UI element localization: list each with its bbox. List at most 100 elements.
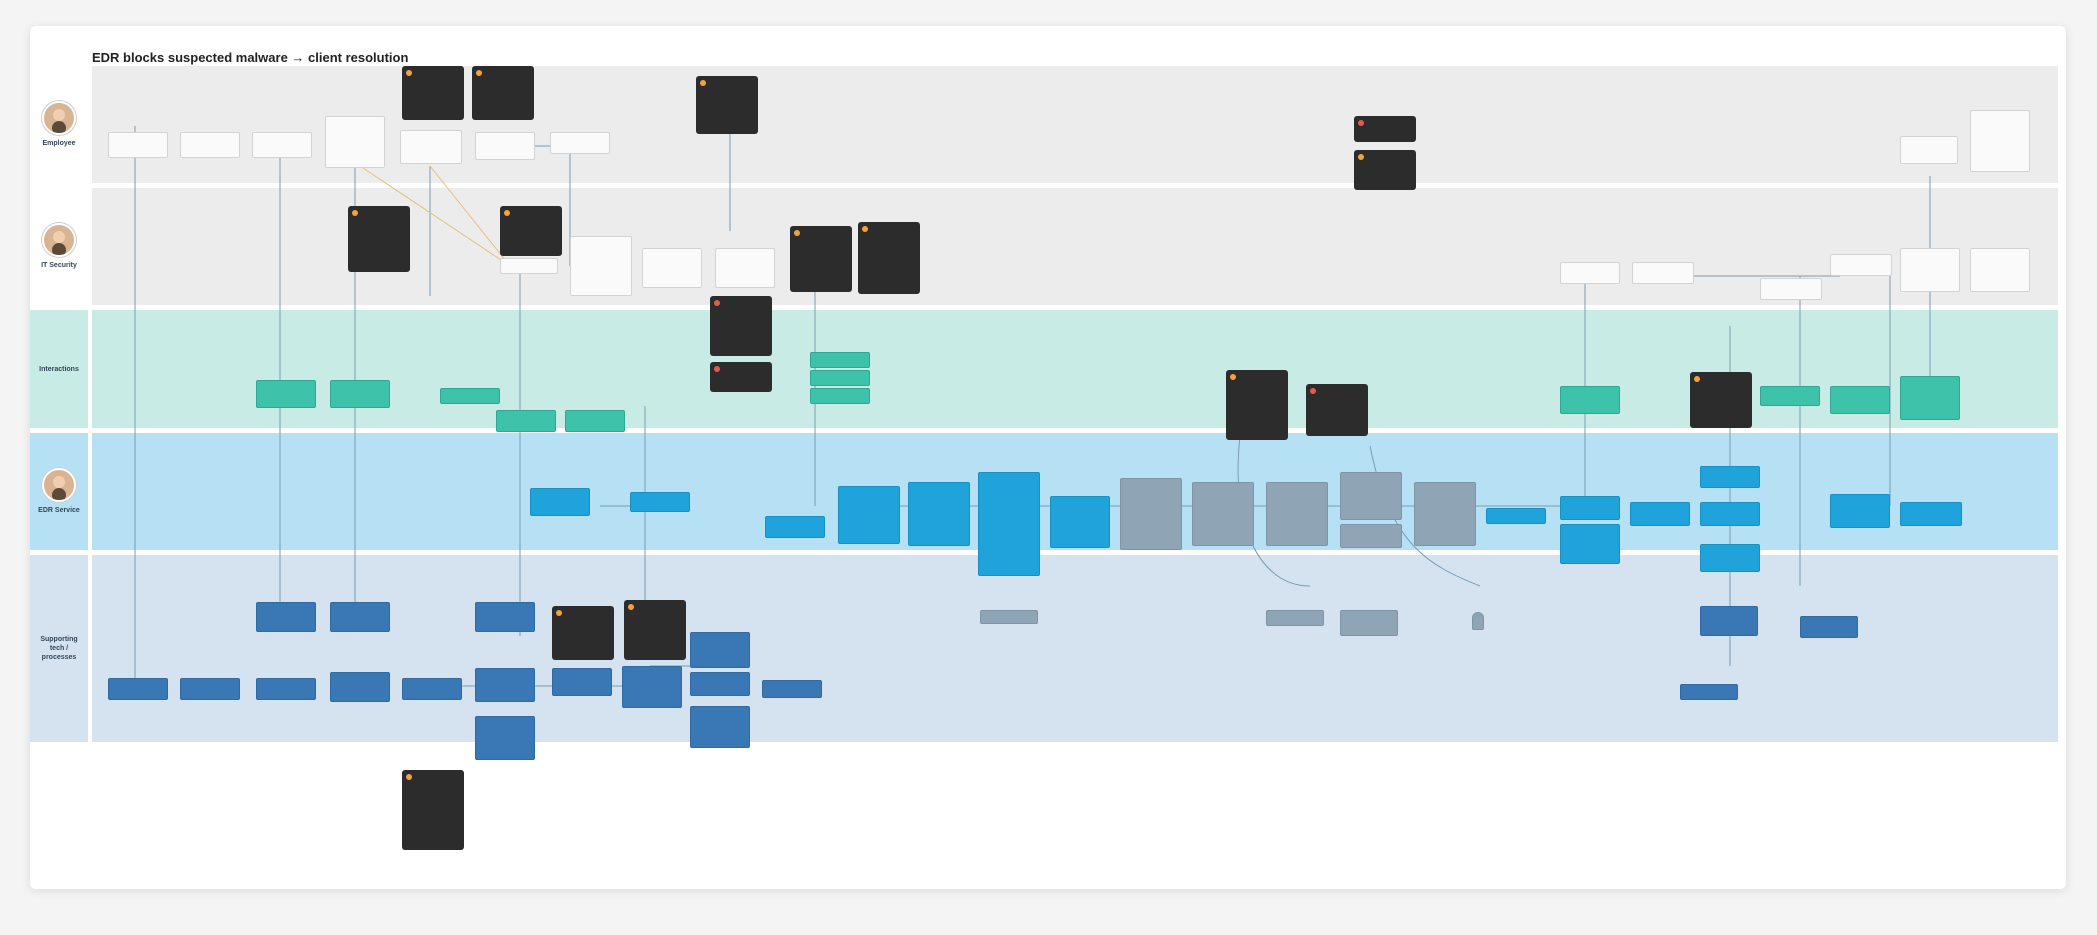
warning-dot-icon bbox=[1310, 388, 1316, 394]
support-node bbox=[475, 668, 535, 702]
lane-body bbox=[92, 310, 2058, 428]
step-node bbox=[108, 132, 168, 158]
person-icon bbox=[1472, 612, 1484, 630]
legend-block bbox=[720, 766, 780, 806]
warning-dot-icon bbox=[406, 70, 412, 76]
service-node bbox=[1560, 496, 1620, 520]
support-node bbox=[256, 602, 316, 632]
service-node bbox=[1700, 502, 1760, 526]
step-node bbox=[570, 236, 632, 296]
step-node bbox=[1560, 262, 1620, 284]
support-node bbox=[475, 716, 535, 760]
lane-interactions: Interactions bbox=[30, 310, 2066, 428]
support-node bbox=[330, 672, 390, 702]
support-node bbox=[690, 632, 750, 668]
legend-block bbox=[505, 766, 565, 826]
lane-name: Employee bbox=[42, 140, 76, 147]
step-node bbox=[325, 116, 385, 168]
service-node-deprecated bbox=[1192, 482, 1254, 546]
support-node bbox=[1800, 616, 1858, 638]
warning-dot-icon bbox=[862, 226, 868, 232]
legend-block bbox=[110, 766, 170, 796]
step-node bbox=[252, 132, 312, 158]
warning-dot-icon bbox=[1358, 120, 1364, 126]
page-title: EDR blocks suspected malware → client re… bbox=[92, 50, 409, 65]
service-node bbox=[978, 472, 1040, 576]
service-node bbox=[530, 488, 590, 516]
support-node-deprecated bbox=[1266, 610, 1324, 626]
legend-block bbox=[652, 766, 712, 826]
user-avatar-icon bbox=[42, 223, 76, 257]
support-node bbox=[180, 678, 240, 700]
service-node bbox=[1700, 544, 1760, 572]
support-node bbox=[330, 602, 390, 632]
lane-edr-service: EDR Service bbox=[30, 433, 2066, 550]
warning-dot-icon bbox=[1694, 376, 1700, 382]
lane-name: Interactions bbox=[39, 365, 79, 373]
support-node bbox=[690, 672, 750, 696]
step-node bbox=[400, 130, 462, 164]
note-card bbox=[1690, 372, 1752, 428]
lane-header: Interactions bbox=[30, 310, 88, 428]
warning-dot-icon bbox=[1358, 154, 1364, 160]
interaction-node bbox=[440, 388, 500, 404]
interaction-node bbox=[810, 352, 870, 368]
warning-dot-icon bbox=[714, 366, 720, 372]
journey-board: EDR blocks suspected malware → client re… bbox=[30, 26, 2066, 889]
warning-dot-icon bbox=[352, 210, 358, 216]
interaction-node bbox=[565, 410, 625, 432]
interaction-node bbox=[1900, 376, 1960, 420]
support-node-deprecated bbox=[980, 610, 1038, 624]
service-node-deprecated bbox=[1266, 482, 1328, 546]
lane-body bbox=[92, 555, 2058, 742]
support-node bbox=[552, 668, 612, 696]
note-card bbox=[402, 66, 464, 120]
service-node bbox=[1486, 508, 1546, 524]
support-node bbox=[622, 666, 682, 708]
warning-dot-icon bbox=[794, 230, 800, 236]
user-avatar-icon bbox=[42, 468, 76, 502]
support-node bbox=[762, 680, 822, 698]
user-avatar-icon bbox=[42, 101, 76, 135]
note-card bbox=[500, 206, 562, 256]
support-node bbox=[256, 678, 316, 700]
service-node bbox=[1700, 466, 1760, 488]
warning-dot-icon bbox=[556, 610, 562, 616]
lane-header: EDR Service bbox=[30, 433, 88, 550]
lane-header: Employee bbox=[30, 66, 88, 183]
interaction-node bbox=[1830, 386, 1890, 414]
note-card bbox=[348, 206, 410, 272]
lane-name: Supporting tech / processes bbox=[40, 636, 78, 661]
warning-dot-icon bbox=[476, 70, 482, 76]
note-card bbox=[1226, 370, 1288, 440]
lane-supporting: Supporting tech / processes bbox=[30, 555, 2066, 742]
step-node bbox=[1970, 110, 2030, 172]
step-node bbox=[1830, 254, 1892, 276]
warning-dot-icon bbox=[628, 604, 634, 610]
warning-dot-icon bbox=[1230, 374, 1236, 380]
note-card bbox=[1354, 116, 1416, 142]
step-node bbox=[180, 132, 240, 158]
service-node bbox=[1050, 496, 1110, 548]
note-card bbox=[858, 222, 920, 294]
note-card bbox=[696, 76, 758, 134]
interaction-node bbox=[496, 410, 556, 432]
note-card bbox=[1354, 150, 1416, 190]
lane-header: Supporting tech / processes bbox=[30, 555, 88, 742]
step-node bbox=[550, 132, 610, 154]
service-node bbox=[1900, 502, 1962, 526]
support-node bbox=[108, 678, 168, 700]
note-card bbox=[552, 606, 614, 660]
note-card bbox=[624, 600, 686, 660]
service-node bbox=[908, 482, 970, 546]
step-node bbox=[475, 132, 535, 160]
service-node bbox=[765, 516, 825, 538]
interaction-node bbox=[810, 388, 870, 404]
support-node bbox=[402, 678, 462, 700]
lane-header: IT Security bbox=[30, 188, 88, 305]
step-node bbox=[715, 248, 775, 288]
legend-block bbox=[580, 766, 640, 806]
warning-dot-icon bbox=[504, 210, 510, 216]
interaction-node bbox=[330, 380, 390, 408]
support-node bbox=[475, 602, 535, 632]
